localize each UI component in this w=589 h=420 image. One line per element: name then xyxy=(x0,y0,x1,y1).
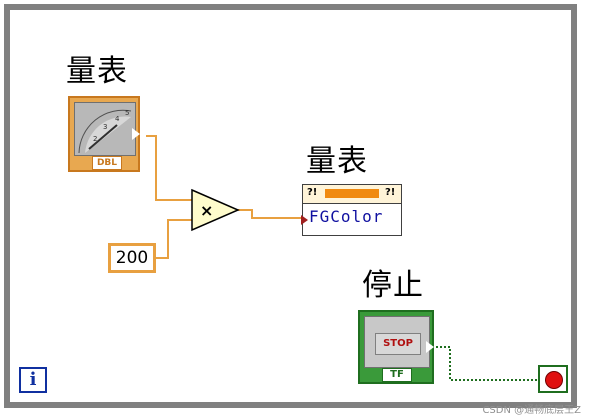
property-node-header: ?! ?! xyxy=(303,185,401,204)
stop-output-arrow-icon[interactable] xyxy=(426,341,434,353)
gauge-tick-4: 4 xyxy=(115,115,120,123)
property-input-pin-icon[interactable] xyxy=(301,215,308,225)
loop-iteration-info-icon[interactable]: i xyxy=(19,367,47,393)
while-loop-frame[interactable] xyxy=(4,4,577,408)
wire-gauge-to-multiply xyxy=(146,135,194,201)
property-node-header-mark-right: ?! xyxy=(385,187,396,198)
gauge-tick-5: 5 xyxy=(125,109,129,117)
stop-button-panel: STOP xyxy=(364,316,430,368)
numeric-constant[interactable]: 200 xyxy=(108,243,156,273)
gauge-label: 量表 xyxy=(66,54,128,89)
wire-stop-to-condition xyxy=(432,346,538,381)
stop-type-badge: TF xyxy=(382,368,412,382)
gauge-dial: 2 3 4 5 xyxy=(74,102,136,156)
wire-constant-to-multiply xyxy=(156,219,194,259)
stop-button-label: 停止 xyxy=(362,268,424,303)
gauge-tick-2: 2 xyxy=(93,135,97,143)
property-node-reference-bar xyxy=(325,189,379,198)
stop-circle-icon xyxy=(545,371,563,389)
property-node[interactable]: ?! ?! FGColor xyxy=(301,184,402,236)
gauge-type-badge: DBL xyxy=(92,156,122,170)
loop-condition-terminal[interactable] xyxy=(538,365,568,393)
gauge-terminal[interactable]: 2 3 4 5 DBL xyxy=(68,96,140,172)
stop-button-terminal[interactable]: STOP TF xyxy=(358,310,434,384)
multiply-node[interactable]: × xyxy=(190,188,242,232)
property-node-label: 量表 xyxy=(306,144,368,179)
watermark: CSDN @通畅底层王Z xyxy=(482,405,581,416)
gauge-tick-3: 3 xyxy=(103,123,107,131)
gauge-dial-icon: 2 3 4 5 xyxy=(78,109,132,154)
property-node-header-mark-left: ?! xyxy=(307,187,318,198)
gauge-output-arrow-icon[interactable] xyxy=(132,128,140,140)
multiply-symbol: × xyxy=(200,201,213,220)
stop-button-face: STOP xyxy=(375,333,421,355)
wire-multiply-to-property xyxy=(238,209,302,219)
property-fgcolor[interactable]: FGColor xyxy=(309,207,384,226)
